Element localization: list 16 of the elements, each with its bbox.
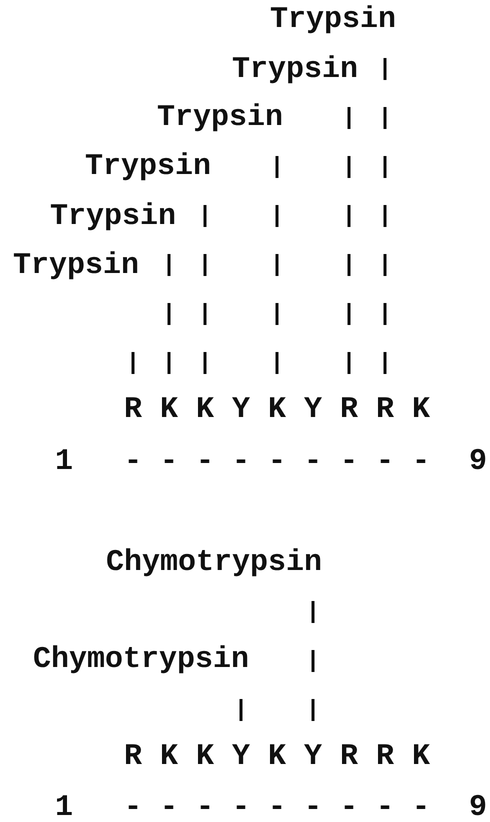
enzyme-label: Trypsin <box>232 55 358 85</box>
enzyme-label: Trypsin <box>85 152 212 182</box>
residue-sequence: R K K Y K Y R R K <box>124 742 430 772</box>
enzyme-label: Chymotrypsin <box>106 548 322 578</box>
sequence-dashes: - - - - - - - - - <box>124 793 430 822</box>
sequence-dashes: - - - - - - - - - <box>124 447 430 477</box>
enzyme-label: Trypsin <box>50 202 176 232</box>
residue-sequence: R K K Y K Y R R K <box>124 395 430 425</box>
enzyme-label: Trypsin <box>270 5 396 35</box>
position-number: 9 <box>469 793 488 822</box>
position-number: 9 <box>469 447 488 477</box>
enzyme-label: Chymotrypsin <box>33 645 250 675</box>
enzyme-label: Trypsin <box>13 251 140 281</box>
position-number: 1 <box>55 447 74 477</box>
enzyme-label: Trypsin <box>157 103 284 133</box>
position-number: 1 <box>55 793 74 822</box>
